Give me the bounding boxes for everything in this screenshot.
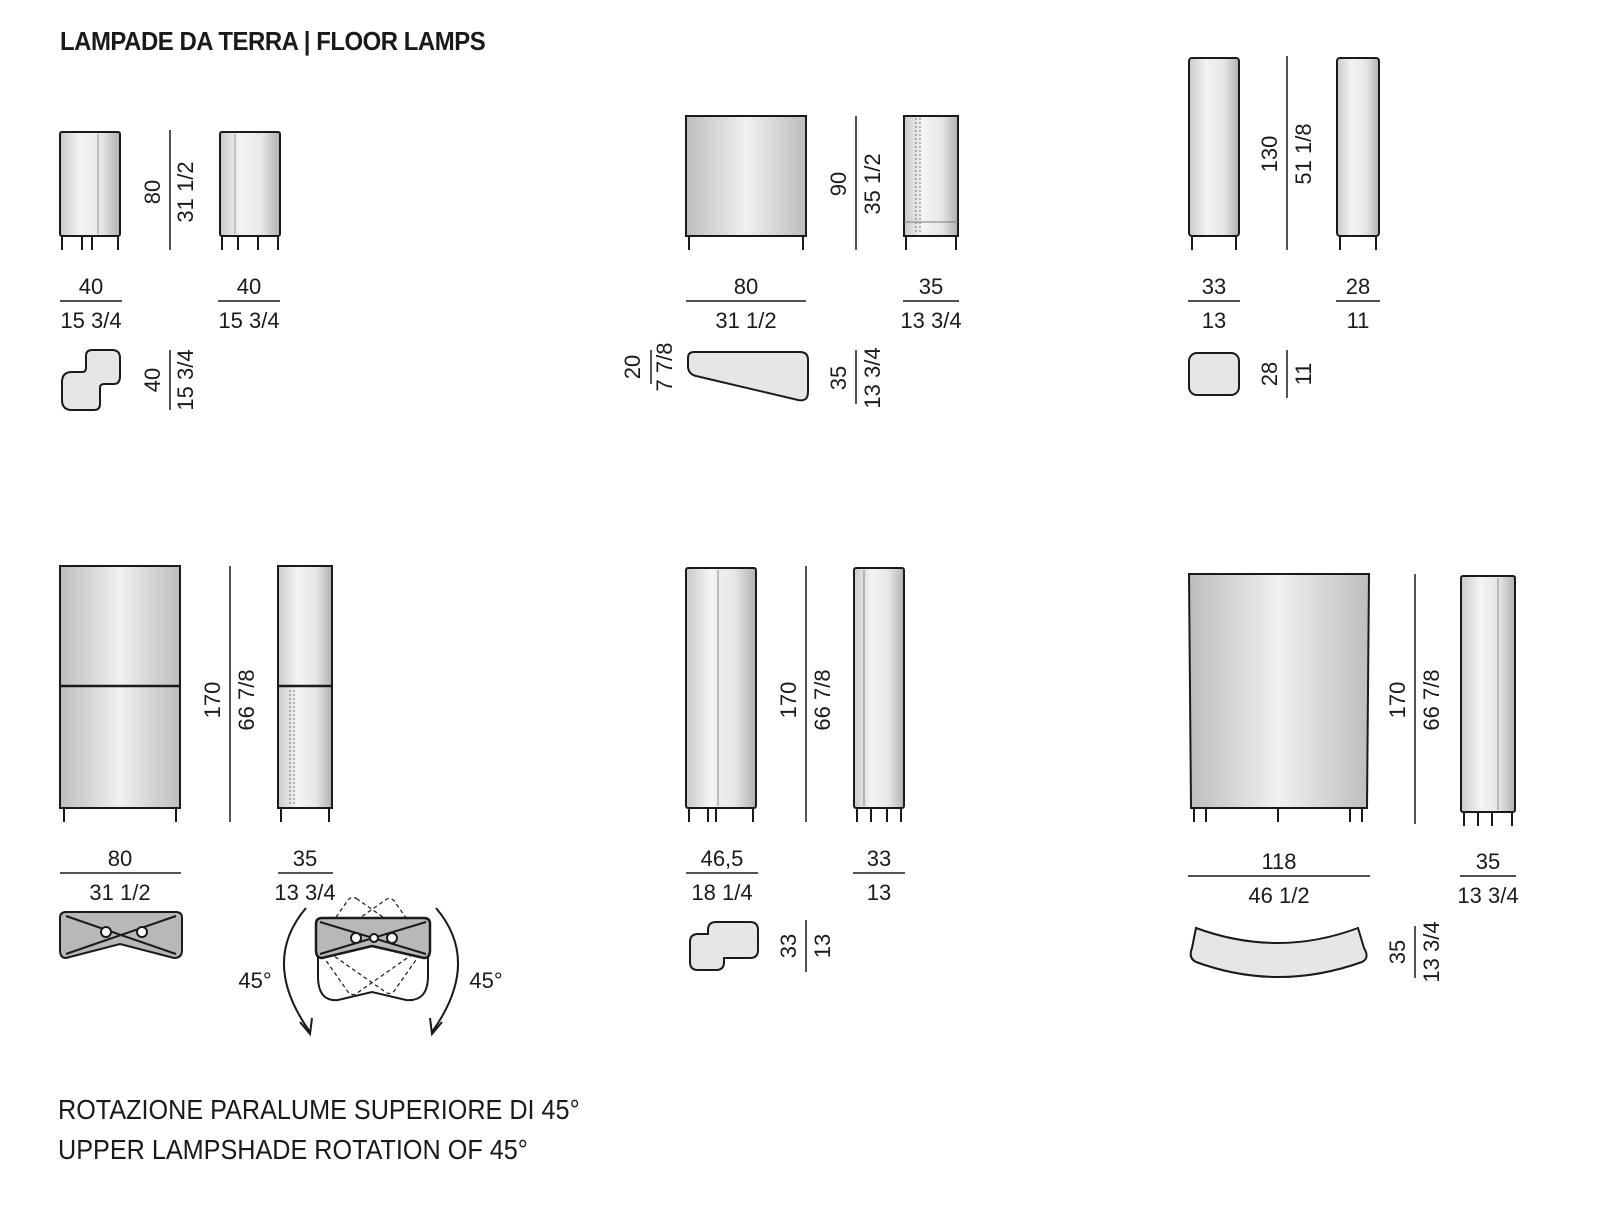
lamp-4-rotation-right: 45° bbox=[469, 968, 502, 993]
lamp-4-side-width-cm: 35 bbox=[293, 846, 317, 871]
lamp-3-plan-depth-in: 11 bbox=[1291, 363, 1316, 386]
lamp-1-side-width-in: 15 3/4 bbox=[218, 308, 279, 333]
lamp-2 bbox=[650, 115, 959, 404]
lamp-5 bbox=[685, 566, 905, 972]
lamp-6-side-width-in: 13 3/4 bbox=[1457, 883, 1518, 908]
lamp-4-height-cm: 170 bbox=[200, 682, 225, 719]
caption-italian: ROTAZIONE PARALUME SUPERIORE DI 45° bbox=[58, 1094, 580, 1125]
lamp-3-height-in: 51 1/8 bbox=[1291, 123, 1316, 184]
lamp-2-side-width-cm: 35 bbox=[919, 274, 943, 299]
lamp-3-height-cm: 130 bbox=[1257, 136, 1282, 173]
lamp-3-side-width-in: 11 bbox=[1347, 308, 1370, 333]
lamp-5-side-view bbox=[853, 567, 905, 809]
lamp-1-plan-view bbox=[61, 349, 121, 411]
lamp-6 bbox=[1187, 573, 1516, 978]
lamp-6-height-in: 66 7/8 bbox=[1419, 669, 1444, 730]
lamp-5-front-view bbox=[685, 567, 757, 809]
lamp-1-side-width-cm: 40 bbox=[237, 274, 261, 299]
lamp-3-front-width-in: 13 bbox=[1202, 308, 1226, 333]
lamp-5-front-width-in: 18 1/4 bbox=[691, 880, 752, 905]
lamp-2-front-width-in: 31 1/2 bbox=[715, 308, 776, 333]
lamp-4-side-width-in: 13 3/4 bbox=[274, 880, 335, 905]
lamp-6-plan-depth-in: 13 3/4 bbox=[1419, 921, 1444, 982]
lamp-2-plan-depth-cm: 35 bbox=[826, 366, 851, 390]
lamp-3-front-width-cm: 33 bbox=[1202, 274, 1226, 299]
lamp-4-front-width-cm: 80 bbox=[108, 846, 132, 871]
lamp-1-front-width-in: 15 3/4 bbox=[60, 308, 121, 333]
lamp-2-height-in: 35 1/2 bbox=[860, 153, 885, 214]
lamp-1-front-width-cm: 40 bbox=[79, 274, 103, 299]
lamp-1-height-in: 31 1/2 bbox=[173, 161, 198, 222]
lamp-5-plan-depth-in: 13 bbox=[810, 934, 835, 958]
lamp-1-plan-depth-in: 15 3/4 bbox=[173, 349, 198, 410]
lamp-4-height-in: 66 7/8 bbox=[234, 669, 259, 730]
lamp-2-plan-depth-in: 13 3/4 bbox=[860, 347, 885, 408]
lamp-4 bbox=[59, 565, 460, 1037]
lamp-6-plan-view bbox=[1189, 926, 1368, 978]
lamp-3-plan-depth-cm: 28 bbox=[1257, 362, 1282, 386]
lamp-6-front-width-cm: 118 bbox=[1261, 849, 1296, 874]
lamp-4-rotation-left: 45° bbox=[238, 968, 271, 993]
lamp-3-side-width-cm: 28 bbox=[1346, 274, 1370, 299]
lamp-1-plan-depth-cm: 40 bbox=[140, 368, 165, 392]
caption-english: UPPER LAMPSHADE ROTATION OF 45° bbox=[58, 1134, 528, 1165]
lamp-1-front-view bbox=[59, 131, 121, 237]
lamp-2-side-view bbox=[903, 115, 959, 237]
lamp-6-front-width-in: 46 1/2 bbox=[1248, 883, 1309, 908]
lamp-1-side-view bbox=[219, 131, 281, 237]
lamp-1 bbox=[59, 130, 281, 411]
lamp-5-height-cm: 170 bbox=[776, 682, 801, 719]
lamp-6-front-view bbox=[1187, 573, 1371, 809]
lamp-2-front-view bbox=[685, 115, 807, 237]
lamp-2-front-width-cm: 80 bbox=[734, 274, 758, 299]
page-title: LAMPADE DA TERRA | FLOOR LAMPS bbox=[60, 26, 486, 56]
lamp-3 bbox=[1188, 56, 1380, 398]
lamp-6-side-view bbox=[1460, 575, 1516, 813]
lamp-5-front-width-cm: 46,5 bbox=[701, 846, 744, 871]
lamp-2-plan-view bbox=[687, 351, 809, 402]
lamp-4-front-width-in: 31 1/2 bbox=[89, 880, 150, 905]
lamp-5-side-width-in: 13 bbox=[867, 880, 891, 905]
lamp-6-side-width-cm: 35 bbox=[1476, 849, 1500, 874]
lamp-2-plan-left-in: 7 7/8 bbox=[652, 343, 677, 392]
lamp-6-plan-depth-cm: 35 bbox=[1385, 940, 1410, 964]
lamp-4-rotation-detail bbox=[282, 896, 460, 1037]
lamp-3-front-view bbox=[1188, 57, 1240, 237]
lamp-2-side-width-in: 13 3/4 bbox=[900, 308, 961, 333]
lamp-1-height-cm: 80 bbox=[140, 180, 165, 204]
lamp-2-height-cm: 90 bbox=[826, 172, 851, 196]
lamp-5-side-width-cm: 33 bbox=[867, 846, 891, 871]
lamp-5-plan-depth-cm: 33 bbox=[776, 934, 801, 958]
lamp-3-side-view bbox=[1336, 57, 1380, 237]
lamp-2-plan-left-cm: 20 bbox=[620, 355, 645, 379]
lamp-5-height-in: 66 7/8 bbox=[810, 669, 835, 730]
lamp-6-height-cm: 170 bbox=[1385, 682, 1410, 719]
rotation-caption: ROTAZIONE PARALUME SUPERIORE DI 45° UPPE… bbox=[58, 1090, 580, 1170]
lamp-3-plan-view bbox=[1188, 352, 1240, 396]
lamp-5-plan-view bbox=[689, 921, 759, 971]
